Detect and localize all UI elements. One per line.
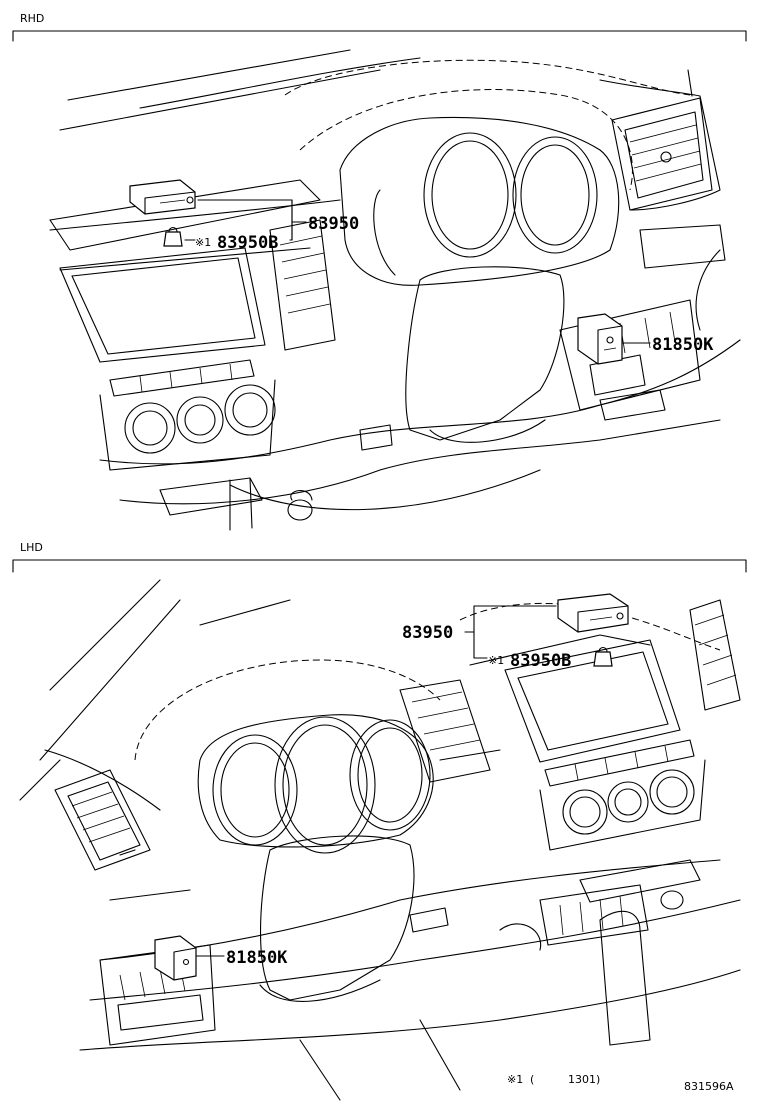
footnote-mark: ※1: [507, 1073, 523, 1086]
switch-icon: [129, 179, 196, 215]
lhd-part-83950-label[interactable]: 83950: [402, 623, 453, 643]
footnote-paren: (: [530, 1073, 534, 1086]
lhd-switch-81850K[interactable]: [154, 935, 197, 981]
lhd-part-81850K-label[interactable]: 81850K: [226, 948, 288, 968]
lhd-section: LHD: [12, 541, 747, 1101]
lhd-part-83950B-label[interactable]: 83950B: [510, 651, 571, 671]
lhd-section-label: LHD: [20, 541, 43, 554]
rhd-part-83950B-label[interactable]: 83950B: [217, 233, 278, 253]
switch-icon: [577, 313, 623, 365]
illustration-code: 831596A: [684, 1080, 734, 1093]
switch-icon: [557, 593, 629, 633]
rhd-footnote-mark: ※1: [195, 236, 211, 249]
footnote-date: 1301): [568, 1073, 600, 1086]
lhd-dashboard-illustration: [19, 579, 741, 1101]
rhd-dashboard-illustration: [49, 49, 741, 531]
lhd-clip-83950B[interactable]: [593, 646, 613, 667]
clip-icon: [163, 231, 183, 247]
rhd-switch-81850K[interactable]: [577, 313, 623, 365]
rhd-section-label: RHD: [20, 12, 44, 25]
clip-icon: [593, 651, 613, 667]
rhd-part-83950-label[interactable]: 83950: [308, 214, 359, 234]
rhd-section: RHD: [12, 12, 747, 531]
lhd-switch-83950[interactable]: [557, 593, 629, 633]
switch-icon: [154, 935, 197, 981]
rhd-frame-bracket: [12, 30, 747, 42]
rhd-part-81850K-label[interactable]: 81850K: [652, 335, 714, 355]
rhd-clip-83950B[interactable]: [163, 226, 183, 247]
rhd-switch-83950[interactable]: [129, 179, 196, 215]
lhd-footnote-mark: ※1: [488, 654, 504, 667]
lhd-frame-bracket: [12, 559, 747, 573]
